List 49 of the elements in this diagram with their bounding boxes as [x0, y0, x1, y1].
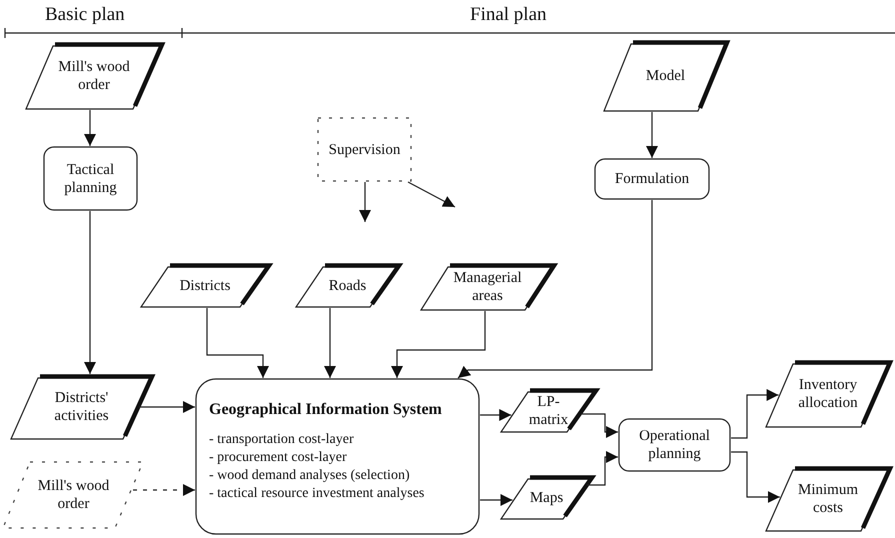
process-box	[195, 378, 480, 535]
process-box	[618, 418, 731, 472]
arrow	[458, 200, 653, 378]
node-label: Districts	[180, 276, 230, 294]
dotted-box	[317, 117, 412, 182]
arrow	[580, 413, 618, 438]
node-label: LP-matrix	[528, 392, 570, 428]
node-label: Roads	[328, 276, 366, 294]
node-label: Districts' activities	[53, 389, 110, 425]
arrow	[84, 110, 96, 146]
node-label: Inventory allocation	[797, 376, 859, 412]
data-parallelogram	[765, 360, 891, 428]
data-parallelogram	[25, 42, 163, 110]
node-label: Supervision	[328, 140, 400, 158]
node-label: Model	[646, 67, 686, 85]
arrow	[84, 211, 96, 374]
list-item: - procurement cost-layer	[209, 448, 347, 467]
node-label: Mill's wood order	[57, 58, 131, 94]
list-item: - transportation cost-layer	[209, 430, 354, 449]
arrow	[480, 494, 512, 506]
arrow	[324, 308, 336, 378]
box-title: Geographical Information System	[209, 400, 442, 420]
list-item: - tactical resource investment analyses	[209, 485, 424, 504]
arrow	[731, 389, 779, 439]
list-item: - wood demand analyses (selection)	[209, 467, 410, 486]
arrow	[391, 311, 486, 378]
arrow	[359, 182, 371, 222]
data-parallelogram	[765, 466, 891, 532]
section-heading: Final plan	[470, 4, 547, 26]
process-box	[594, 158, 710, 200]
node-label: Formulation	[614, 170, 690, 188]
arrow	[206, 308, 269, 378]
process-box	[43, 146, 138, 211]
data-parallelogram	[603, 40, 728, 112]
section-heading: Basic plan	[45, 4, 125, 26]
node-label: Tactical planning	[63, 160, 118, 196]
node-label: Minimum costs	[796, 481, 859, 517]
arrow	[480, 409, 512, 421]
arrow	[731, 451, 780, 503]
arrow	[133, 484, 195, 496]
arrow	[408, 181, 456, 208]
node-label: Operational planning	[638, 427, 711, 463]
arrow	[139, 401, 195, 413]
node-label: Maps	[530, 488, 564, 506]
arrow	[646, 112, 658, 158]
arrow	[586, 451, 618, 486]
node-label: Mill's wood order	[36, 477, 110, 513]
data-parallelogram	[10, 374, 153, 440]
node-label: Managerial areas	[452, 269, 523, 305]
